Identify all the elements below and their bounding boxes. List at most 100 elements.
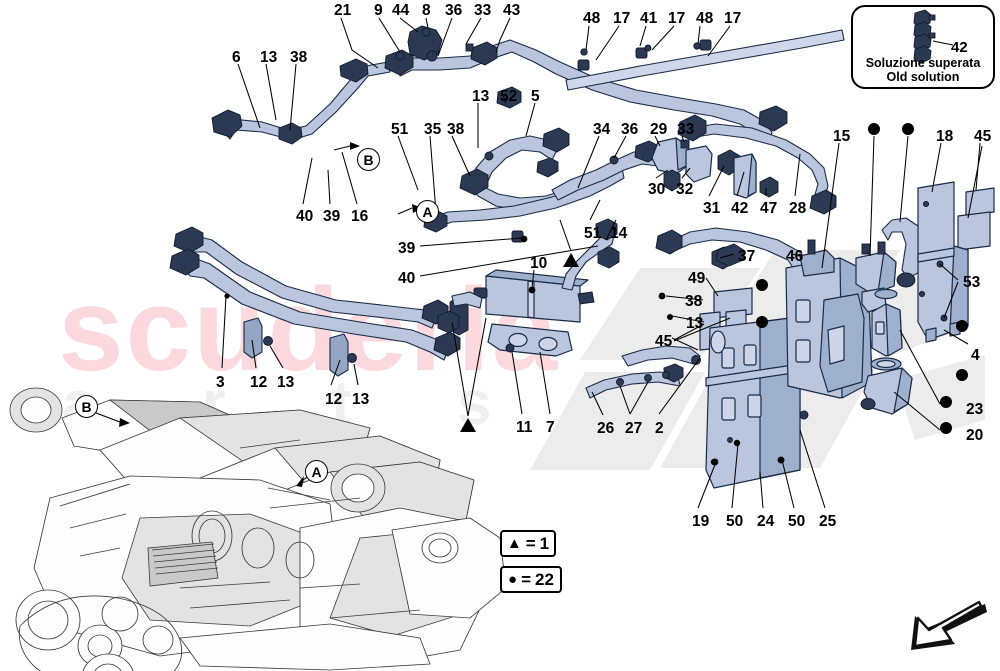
part-label-13: 13 — [352, 391, 370, 408]
clips-12-13 — [243, 317, 357, 377]
part-label-45: 45 — [974, 128, 992, 145]
marker-triangles — [460, 253, 579, 432]
part-label-10: 10 — [530, 255, 548, 272]
part-label-48: 48 — [696, 10, 714, 27]
part-label-51: 51 — [391, 121, 409, 138]
view-callout-B-top: B — [357, 148, 380, 171]
legend-triangle: ▲ = 1 — [500, 530, 556, 557]
part-label-21: 21 — [334, 2, 352, 19]
part-label-30: 30 — [648, 181, 666, 198]
part-label-6: 6 — [232, 49, 241, 66]
part-label-45: 45 — [655, 333, 673, 350]
part-label-23: 23 — [966, 401, 984, 418]
part-label-18: 18 — [936, 128, 954, 145]
legend-equals-1: = — [525, 533, 536, 553]
part-label-25: 25 — [819, 513, 837, 530]
part-label-37: 37 — [738, 248, 756, 265]
part-label-27: 27 — [625, 420, 643, 437]
part-label-17: 17 — [724, 10, 742, 27]
part-label-17: 17 — [668, 10, 686, 27]
part-label-12: 12 — [250, 374, 268, 391]
part-label-16: 16 — [351, 208, 369, 225]
old-solution-caption-it: Soluzione superata — [865, 56, 981, 70]
shield-18 — [917, 181, 969, 343]
part-label-13: 13 — [277, 374, 295, 391]
hose-14 — [561, 218, 620, 291]
part-label-29: 29 — [650, 121, 668, 138]
part-label-9: 9 — [374, 2, 383, 19]
part-label-20: 20 — [966, 427, 984, 444]
hose-28 — [677, 114, 837, 215]
circle-icon: ● — [508, 571, 518, 588]
part-label-2: 2 — [655, 420, 664, 437]
marker-dots-large — [756, 123, 968, 434]
part-label-50: 50 — [726, 513, 744, 530]
shield-24-markers — [710, 439, 785, 466]
elbow-20 — [860, 367, 913, 415]
old-solution-caption-en: Old solution — [886, 70, 960, 84]
leader-lines — [221, 17, 983, 509]
clip-group-top — [395, 25, 474, 62]
part-label-11: 11 — [516, 419, 533, 436]
view-callout-B-engine: B — [75, 395, 98, 418]
part-label-13: 13 — [686, 315, 704, 332]
part-label-44: 44 — [392, 2, 410, 19]
legend-equals-2: = — [521, 569, 532, 589]
part-label-34: 34 — [593, 121, 611, 138]
part-label-13: 13 — [260, 49, 278, 66]
part-label-51: 51 — [584, 225, 602, 242]
part-label-7: 7 — [546, 419, 555, 436]
part-label-19: 19 — [692, 513, 710, 530]
cylinder-23 — [870, 288, 903, 371]
direction-arrow-icon — [911, 600, 987, 650]
hose-21 — [384, 39, 788, 142]
hose-loop-upper — [881, 217, 923, 288]
part-label-53: 53 — [963, 274, 981, 291]
old-solution-panel: 42 Soluzione superata Old solution — [851, 5, 995, 89]
part-label-36: 36 — [621, 121, 639, 138]
part-label-38: 38 — [447, 121, 465, 138]
part-label-32: 32 — [676, 181, 694, 198]
part-label-47: 47 — [760, 200, 778, 217]
part-label-39: 39 — [398, 240, 416, 257]
part-label-43: 43 — [503, 2, 521, 19]
part-label-52: 52 — [500, 88, 518, 105]
view-callout-A-mid: A — [416, 200, 439, 223]
part-label-42: 42 — [731, 200, 749, 217]
legend-value-2: 22 — [535, 569, 554, 589]
part-label-46: 46 — [786, 248, 804, 265]
hose-46 — [437, 227, 813, 334]
part-label-28: 28 — [789, 200, 807, 217]
part-label-3: 3 — [216, 374, 225, 391]
old-solution-part-number: 42 — [951, 39, 968, 56]
parts-31-42-47 — [717, 149, 779, 199]
part-label-5: 5 — [531, 88, 540, 105]
bracket-7 — [487, 323, 573, 357]
triangle-icon: ▲ — [506, 535, 522, 552]
hose-26 — [585, 363, 684, 399]
part-label-17: 17 — [613, 10, 631, 27]
part-label-33: 33 — [474, 2, 492, 19]
hose-6 — [211, 58, 391, 145]
part-label-39: 39 — [323, 208, 341, 225]
hose-34 — [551, 140, 661, 201]
part-label-15: 15 — [833, 128, 851, 145]
part-label-49: 49 — [688, 270, 706, 287]
rail-pipe-top — [565, 29, 845, 91]
part-label-13: 13 — [472, 88, 490, 105]
old-solution-part-art — [913, 9, 954, 64]
hose-45-left — [621, 345, 701, 379]
valve-29 — [651, 137, 713, 192]
part-label-24: 24 — [757, 513, 775, 530]
valve-15 — [855, 241, 897, 313]
part-label-8: 8 — [422, 2, 431, 19]
old-solution-caption: Soluzione superata Old solution — [853, 56, 993, 84]
part-label-35: 35 — [424, 121, 442, 138]
part-label-40: 40 — [398, 270, 416, 287]
watermark-brand: scuderia — [58, 264, 560, 396]
part-label-14: 14 — [610, 225, 628, 242]
view-callout-A-engine: A — [305, 460, 328, 483]
part-label-48: 48 — [583, 10, 601, 27]
